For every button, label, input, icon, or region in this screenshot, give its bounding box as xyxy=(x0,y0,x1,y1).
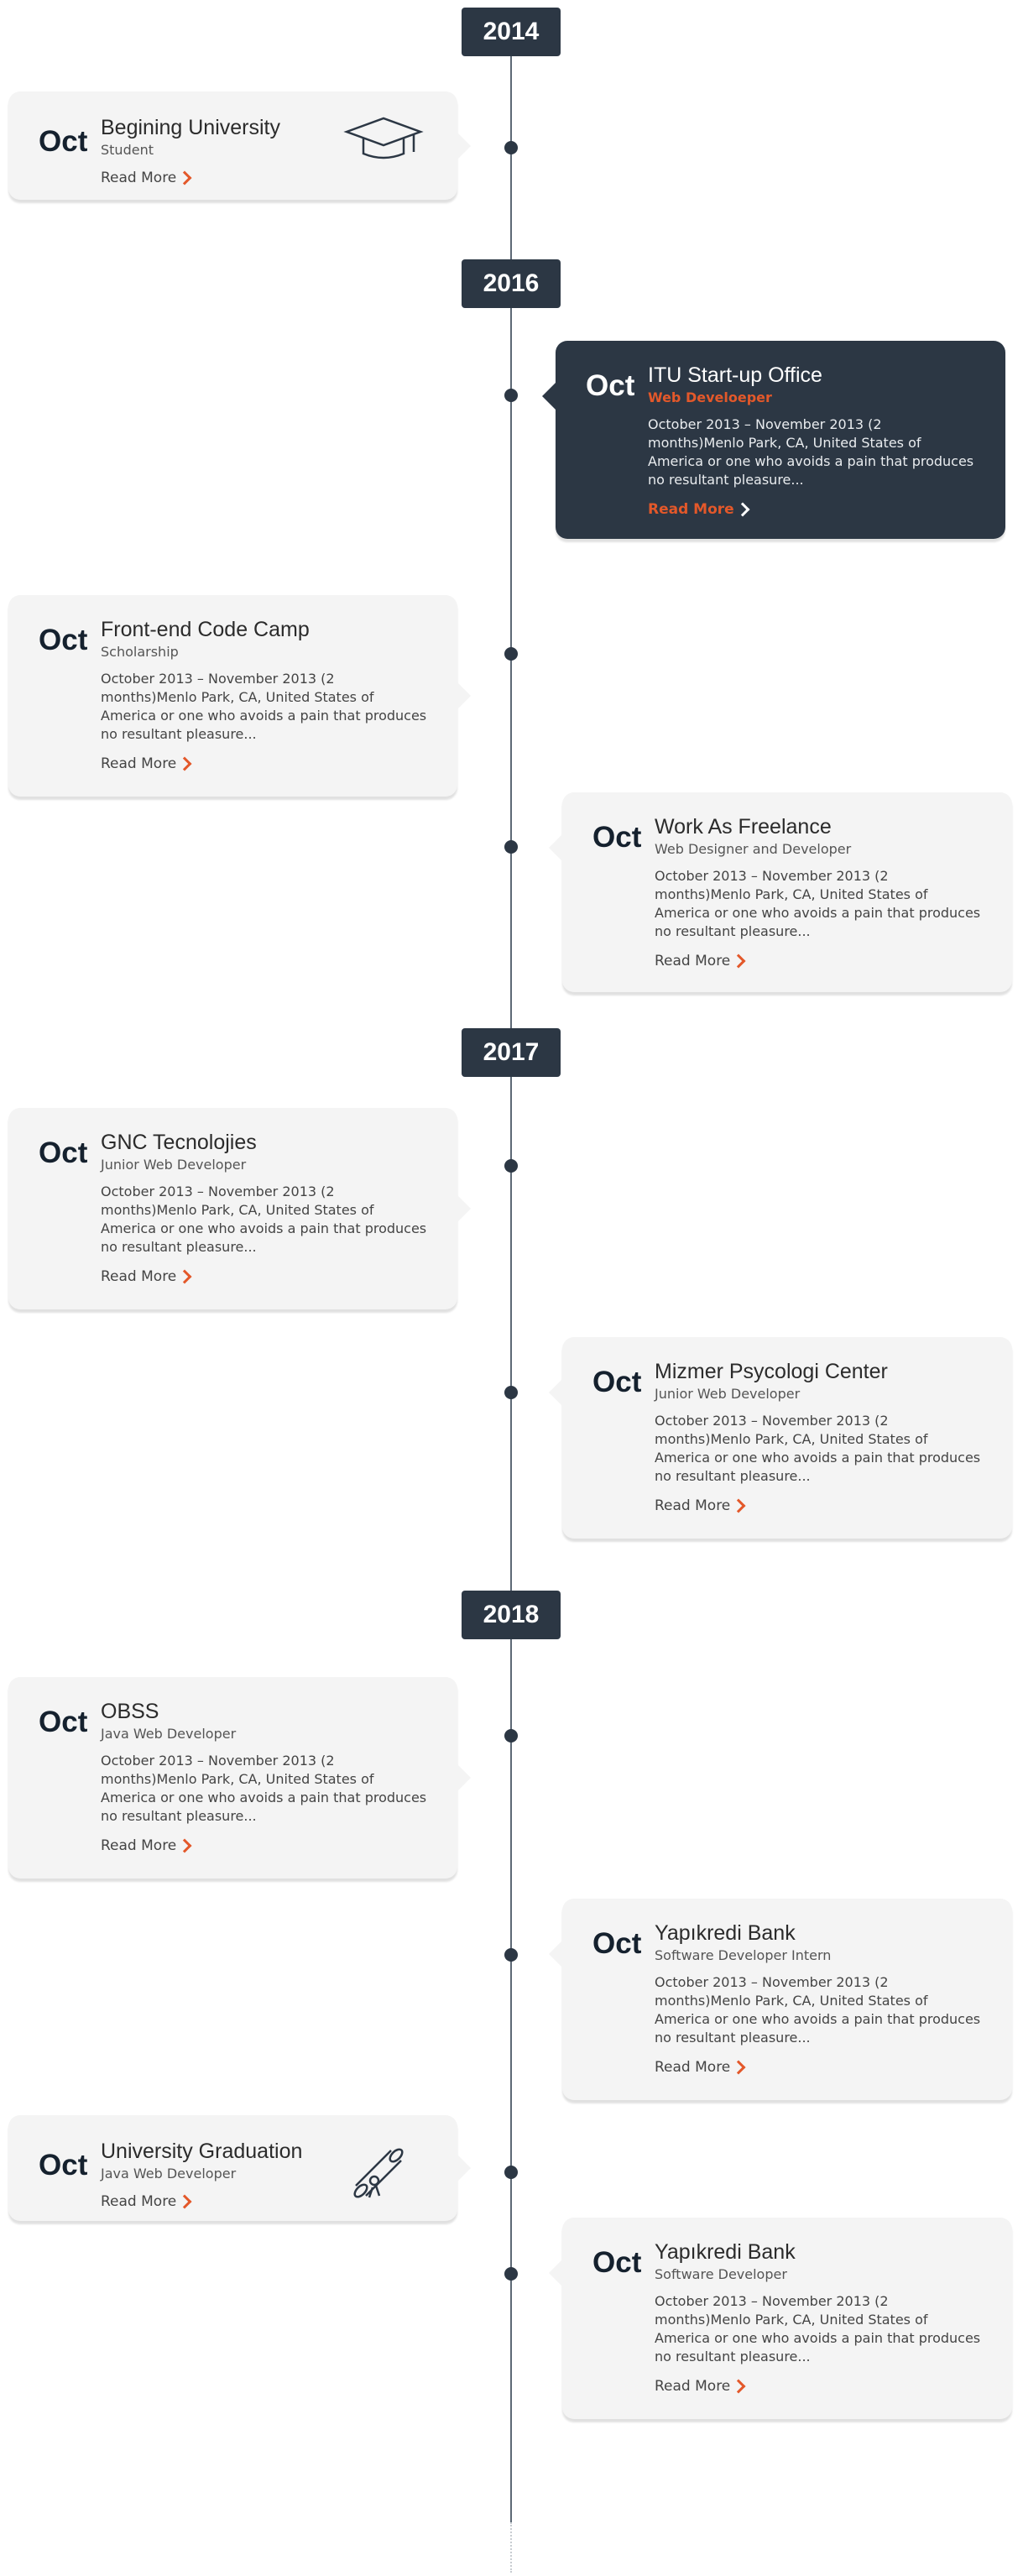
timeline-card: Oct GNC Tecnolojies Junior Web Developer… xyxy=(8,1108,471,1309)
card-month: Oct xyxy=(592,821,642,854)
timeline-card: Oct Mizmer Psycologi Center Junior Web D… xyxy=(549,1337,1012,1539)
timeline-axis xyxy=(510,34,512,2522)
read-more-link[interactable]: Read More xyxy=(101,1837,192,1854)
timeline-card: Oct Begining University Student Read Mor… xyxy=(8,91,471,200)
card-subtitle: Scholarship xyxy=(101,644,179,660)
card-title: Work As Freelance xyxy=(655,815,832,839)
card-description: October 2013 – November 2013 (2 months)M… xyxy=(101,1753,427,1824)
timeline-dot xyxy=(504,1729,518,1743)
graduation-cap-icon xyxy=(343,117,424,159)
card-month: Oct xyxy=(39,1706,88,1738)
card-subtitle: Software Developer xyxy=(655,2266,787,2282)
chevron-right-icon xyxy=(731,2060,746,2075)
card-month: Oct xyxy=(592,2246,642,2279)
timeline-card-highlighted: Oct ITU Start-up Office Web Develoeper O… xyxy=(542,341,1005,539)
card-subtitle: Junior Web Developer xyxy=(101,1157,247,1173)
card-subtitle: Software Developer Intern xyxy=(655,1947,832,1963)
card-title: GNC Tecnolojies xyxy=(101,1131,257,1154)
timeline-axis-end xyxy=(510,2522,512,2573)
read-more-link[interactable]: Read More xyxy=(655,953,746,969)
card-description: October 2013 – November 2013 (2 months)M… xyxy=(648,416,974,488)
card-description: October 2013 – November 2013 (2 months)M… xyxy=(101,671,427,742)
chevron-right-icon xyxy=(177,1838,192,1853)
year-marker-2018: 2018 xyxy=(462,1591,561,1639)
chevron-right-icon xyxy=(177,1269,192,1284)
read-more-link[interactable]: Read More xyxy=(655,2378,746,2395)
chevron-right-icon xyxy=(731,1498,746,1513)
timeline-dot xyxy=(504,1386,518,1399)
card-month: Oct xyxy=(586,369,635,402)
card-month: Oct xyxy=(39,125,88,158)
card-subtitle: Web Designer and Developer xyxy=(655,841,852,857)
read-more-link[interactable]: Read More xyxy=(655,1497,746,1514)
card-subtitle: Student xyxy=(101,142,154,158)
card-title: Yapıkredi Bank xyxy=(655,2240,796,2264)
chevron-right-icon xyxy=(735,502,750,517)
read-more-link[interactable]: Read More xyxy=(648,501,750,518)
card-month: Oct xyxy=(39,2149,88,2182)
year-marker-2014: 2014 xyxy=(462,8,561,56)
read-more-link[interactable]: Read More xyxy=(101,1268,192,1285)
chevron-right-icon xyxy=(177,170,192,185)
card-month: Oct xyxy=(39,1136,88,1169)
timeline-card: Oct OBSS Java Web Developer October 2013… xyxy=(8,1677,471,1878)
timeline-dot xyxy=(504,1948,518,1962)
card-subtitle: Web Develoeper xyxy=(648,389,772,405)
timeline-dot xyxy=(504,141,518,154)
timeline-card: Oct Yapıkredi Bank Software Developer In… xyxy=(549,1899,1012,2100)
card-title: Mizmer Psycologi Center xyxy=(655,1360,888,1383)
year-marker-2016: 2016 xyxy=(462,259,561,308)
card-subtitle: Junior Web Developer xyxy=(655,1386,801,1402)
card-month: Oct xyxy=(39,624,88,656)
timeline-dot xyxy=(504,840,518,854)
card-subtitle: Java Web Developer xyxy=(101,2166,237,2182)
read-more-link[interactable]: Read More xyxy=(655,2059,746,2076)
card-title: Yapıkredi Bank xyxy=(655,1921,796,1945)
read-more-link[interactable]: Read More xyxy=(101,2193,192,2210)
timeline-card: Oct Work As Freelance Web Designer and D… xyxy=(549,792,1012,992)
year-marker-2017: 2017 xyxy=(462,1028,561,1077)
card-month: Oct xyxy=(592,1927,642,1960)
read-more-link[interactable]: Read More xyxy=(101,755,192,772)
card-title: Front-end Code Camp xyxy=(101,618,310,641)
timeline-card: Oct Front-end Code Camp Scholarship Octo… xyxy=(8,595,471,797)
card-title: Begining University xyxy=(101,116,280,139)
read-more-link[interactable]: Read More xyxy=(101,170,192,186)
chevron-right-icon xyxy=(731,2379,746,2394)
card-title: ITU Start-up Office xyxy=(648,363,822,387)
card-description: October 2013 – November 2013 (2 months)M… xyxy=(655,1974,981,2046)
card-description: October 2013 – November 2013 (2 months)M… xyxy=(101,1183,427,1255)
chevron-right-icon xyxy=(177,756,192,771)
card-description: October 2013 – November 2013 (2 months)M… xyxy=(655,1413,981,1484)
timeline-dot xyxy=(504,2267,518,2281)
timeline-dot xyxy=(504,2166,518,2179)
chevron-right-icon xyxy=(177,2194,192,2209)
card-description: October 2013 – November 2013 (2 months)M… xyxy=(655,2293,981,2364)
card-description: October 2013 – November 2013 (2 months)M… xyxy=(655,868,981,939)
card-month: Oct xyxy=(592,1366,642,1398)
card-title: OBSS xyxy=(101,1700,159,1723)
diploma-icon xyxy=(353,2148,404,2198)
timeline-dot xyxy=(504,1159,518,1173)
card-title: University Graduation xyxy=(101,2140,303,2163)
timeline-card: Oct Yapıkredi Bank Software Developer Oc… xyxy=(549,2218,1012,2419)
chevron-right-icon xyxy=(731,954,746,969)
timeline-dot xyxy=(504,389,518,402)
card-subtitle: Java Web Developer xyxy=(101,1726,237,1742)
timeline-dot xyxy=(504,647,518,661)
timeline-card: Oct University Graduation Java Web Devel… xyxy=(8,2115,471,2221)
